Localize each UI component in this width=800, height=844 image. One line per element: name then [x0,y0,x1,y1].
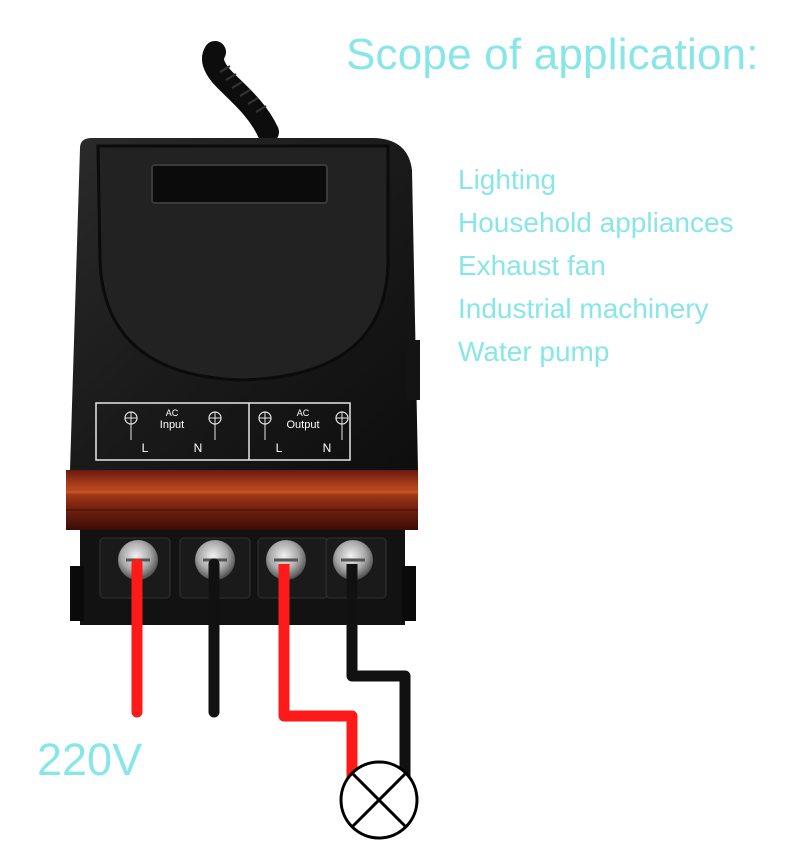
terminal-n1-label: N [194,441,203,455]
output-live-wire [278,564,358,778]
output-label-bottom: Output [286,419,319,431]
output-label-top: AC [297,408,310,418]
application-item-water-pump: Water pump [458,336,610,367]
application-list: Lighting Household appliances Exhaust fa… [458,158,734,373]
input-label-top: AC [166,408,179,418]
terminal-label-panel: AC Input AC Output L N L N [95,402,351,461]
scope-heading: Scope of application: [346,30,759,79]
indicator-window [151,164,328,204]
wiring [131,558,411,782]
terminal-n2-label: N [323,441,332,455]
application-item-industrial-machinery: Industrial machinery [458,293,709,324]
input-label-bottom: Input [160,419,184,431]
terminal-cover-band [66,470,418,530]
lamp-symbol-icon [339,760,419,840]
terminal-block [70,530,416,625]
application-item-household-appliances: Household appliances [458,207,734,238]
antenna [202,41,279,143]
relay-housing [70,138,420,470]
application-item-exhaust-fan: Exhaust fan [458,250,606,281]
voltage-label: 220V [37,734,143,785]
application-item-lighting: Lighting [458,164,557,195]
terminal-l2-label: L [276,441,283,455]
output-neutral-wire [346,564,411,782]
terminal-l1-label: L [142,441,149,455]
